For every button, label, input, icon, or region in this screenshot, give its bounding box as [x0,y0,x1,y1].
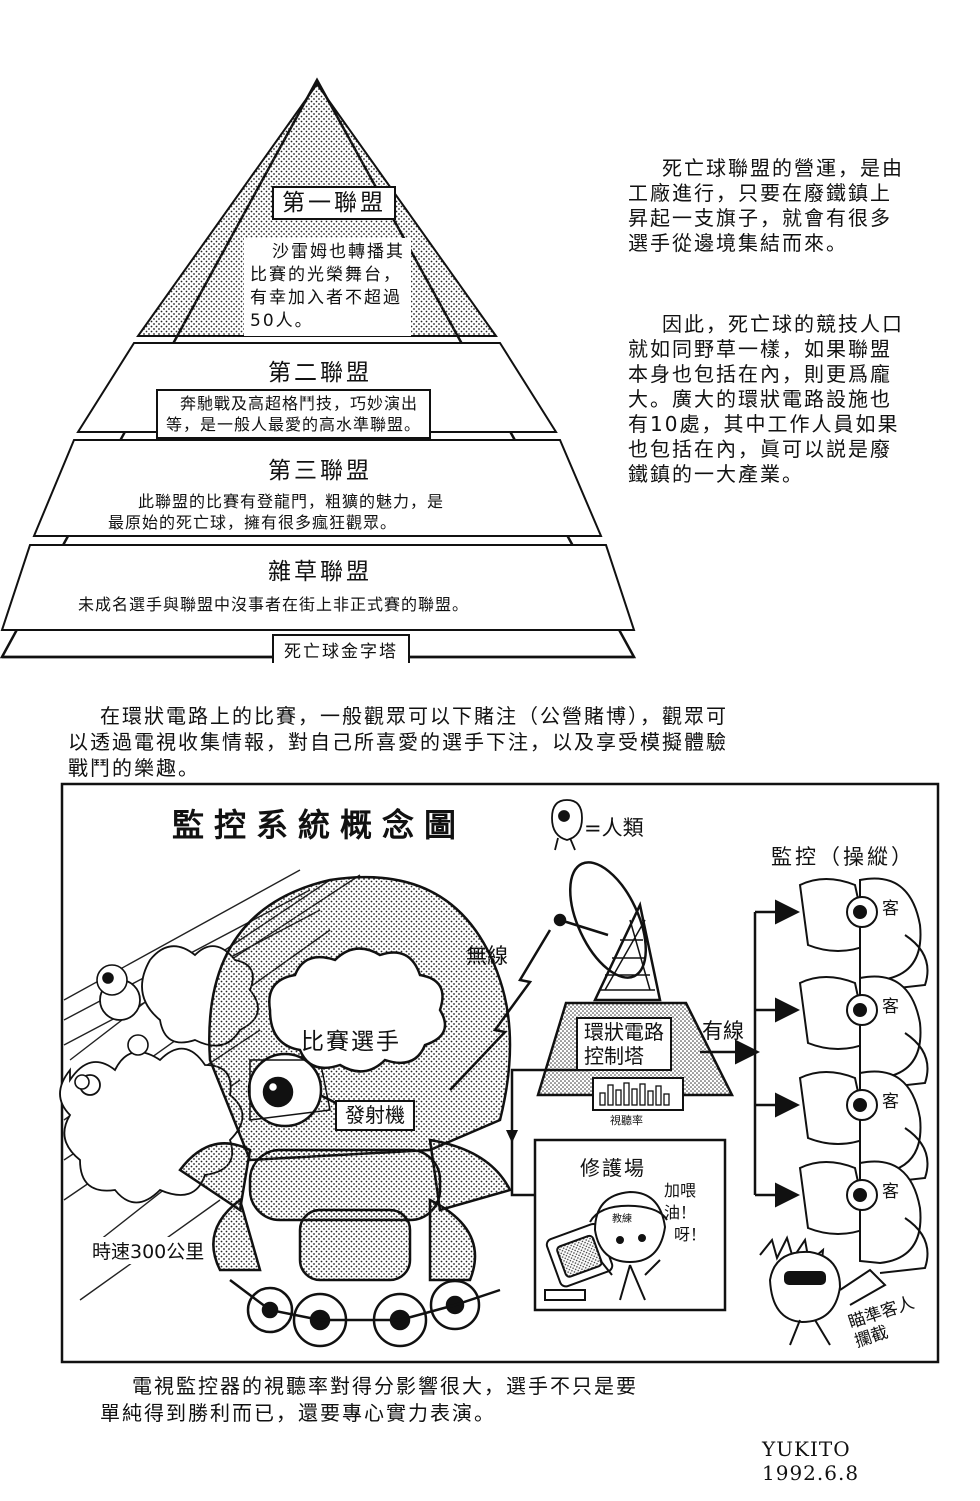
tier3-desc-line: 此聯盟的比賽有登龍門，粗獷的魅力，是 [138,492,445,511]
rating-bar-chart [599,1082,670,1106]
tower-label-line: 環狀電路 [584,1020,664,1044]
tower-label-line: 控制塔 [584,1044,644,1068]
audience-station-4 [798,1160,929,1274]
middle-paragraph: 在環狀電路上的比賽，一般觀眾可以下賭注（公營賭博），觀眾可 以透過電視收集情報，… [68,703,728,781]
wired-label: 有線 [702,1019,744,1043]
side-para2-line: 也包括在內，眞可以説是廢 [628,437,892,461]
shout-line: 油！ [664,1203,697,1222]
coach-figure [589,1190,668,1301]
side-para1-line: 昇起一支旗子，就會有很多 [628,206,892,230]
tier4-description: 未成名選手與聯盟中沒事者在街上非正式賽的聯盟。 [78,595,470,614]
human-legend: =人類 [584,816,644,840]
middle-para-line: 在環狀電路上的比賽，一般觀眾可以下賭注（公營賭博），觀眾可 [100,704,728,728]
rating-label: 視聽率 [610,1112,643,1128]
wireless-label: 無線 [466,944,508,968]
tier1-desc-line: 有幸加入者不超過 [250,288,402,308]
audience-label-4: 客 [882,1177,899,1202]
shout-line: 加喂 [664,1181,697,1200]
signature: YUKITO 1992.6.8 [762,1437,859,1485]
side-para2-line: 因此，死亡球的競技人口 [662,312,904,336]
side-para2-line: 鐵鎮的一大產業。 [628,462,804,486]
pit-label: 修護場 [580,1156,646,1180]
coach-cap-label: 教練 [612,1210,632,1225]
signature-name: YUKITO [762,1437,851,1461]
brain-cloud [268,947,447,1073]
tier3-description: 此聯盟的比賽有登龍門，粗獷的魅力，是 最原始的死亡球，擁有很多瘋狂觀眾。 [108,491,444,533]
wireless-signal [449,929,552,1091]
signature-date: 1992.6.8 [762,1461,860,1485]
tier3-desc-line: 最原始的死亡球，擁有很多瘋狂觀眾。 [108,513,398,532]
brain-label: 比賽選手 [301,1029,401,1055]
audience-label-2: 客 [882,992,899,1017]
middle-para-line: 戰鬥的樂趣。 [68,756,200,780]
human-legend-icon [551,799,583,851]
audience-station-2 [798,975,929,1089]
background-robots [74,964,149,1090]
tier1-desc-line: 沙雷姆也轉播其 [272,242,405,262]
tier1-description: 沙雷姆也轉播其 比賽的光榮舞台， 有幸加入者不超過 50人。 [244,238,411,336]
audience-station-3 [798,1070,929,1184]
tier1-desc-line: 比賽的光榮舞台， [250,265,402,285]
diagram-frame [60,782,940,1364]
audience-label-3: 客 [882,1087,899,1112]
monitor-header: 監控（操縱） [771,845,915,869]
pit-monitor [544,1222,614,1301]
tier2-title: 第二聯盟 [268,360,372,386]
tier4-band [0,544,636,631]
bottom-para-line: 單純得到勝利而已，還要專心實力表演。 [100,1401,496,1425]
side-paragraph-1: 死亡球聯盟的營運，是由 工廠進行，只要在廢鐵鎮上 昇起一支旗子，就會有很多 選手… [628,156,904,256]
side-para1-line: 工廠進行，只要在廢鐵鎮上 [628,181,892,205]
side-para1-line: 死亡球聯盟的營運，是由 [662,156,904,180]
side-para1-line: 選手從邊境集結而來。 [628,231,848,255]
pyramid-caption: 死亡球金字塔 [272,634,410,663]
side-para2-line: 本身也包括在內，則更爲龐 [628,362,892,386]
audience-station-1 [798,877,929,991]
tier3-title: 第三聯盟 [268,458,372,484]
transmitter-label: 發射機 [335,1100,415,1131]
shout-line: 呀！ [674,1225,707,1244]
tier4-title: 雜草聯盟 [268,559,372,585]
audience-label-1: 客 [882,894,899,919]
tower-label: 環狀電路 控制塔 [576,1017,672,1071]
dish-antenna [553,861,662,1002]
side-para2-line: 大。廣大的環狀電路設施也 [628,387,892,411]
sniper-figure [759,1235,887,1346]
tier1-title: 第一聯盟 [272,186,396,221]
audience-stations [798,877,929,1274]
tier3-band [32,439,603,537]
tier2-description: 奔馳戰及高超格鬥技，巧妙演出 等，是一般人最愛的高水準聯盟。 [156,389,432,439]
diagram-title: 監控系統概念圖 [172,806,467,844]
robot-player [178,875,512,1348]
tier2-desc-line: 等，是一般人最愛的高水準聯盟。 [166,415,422,434]
side-paragraph-2: 因此，死亡球的競技人口 就如同野草一樣，如果聯盟 本身也包括在內，則更爲龐 大。… [628,312,904,487]
bottom-paragraph: 電視監控器的視聽率對得分影響很大，選手不只是要 單純得到勝利而已，還要專心實力表… [100,1373,638,1427]
speed-label: 時速300公里 [92,1237,205,1264]
side-para2-line: 有10處，其中工作人員如果 [628,412,900,436]
bottom-para-line: 電視監控器的視聽率對得分影響很大，選手不只是要 [132,1374,638,1398]
shout-text: 加喂 油！ 呀！ [664,1180,706,1246]
middle-para-line: 以透過電視收集情報，對自己所喜愛的選手下注，以及享受模擬體驗 [68,730,728,754]
side-para2-line: 就如同野草一樣，如果聯盟 [628,337,892,361]
tier1-desc-line: 50人。 [250,311,314,331]
tier2-desc-line: 奔馳戰及高超格鬥技，巧妙演出 [180,394,419,413]
